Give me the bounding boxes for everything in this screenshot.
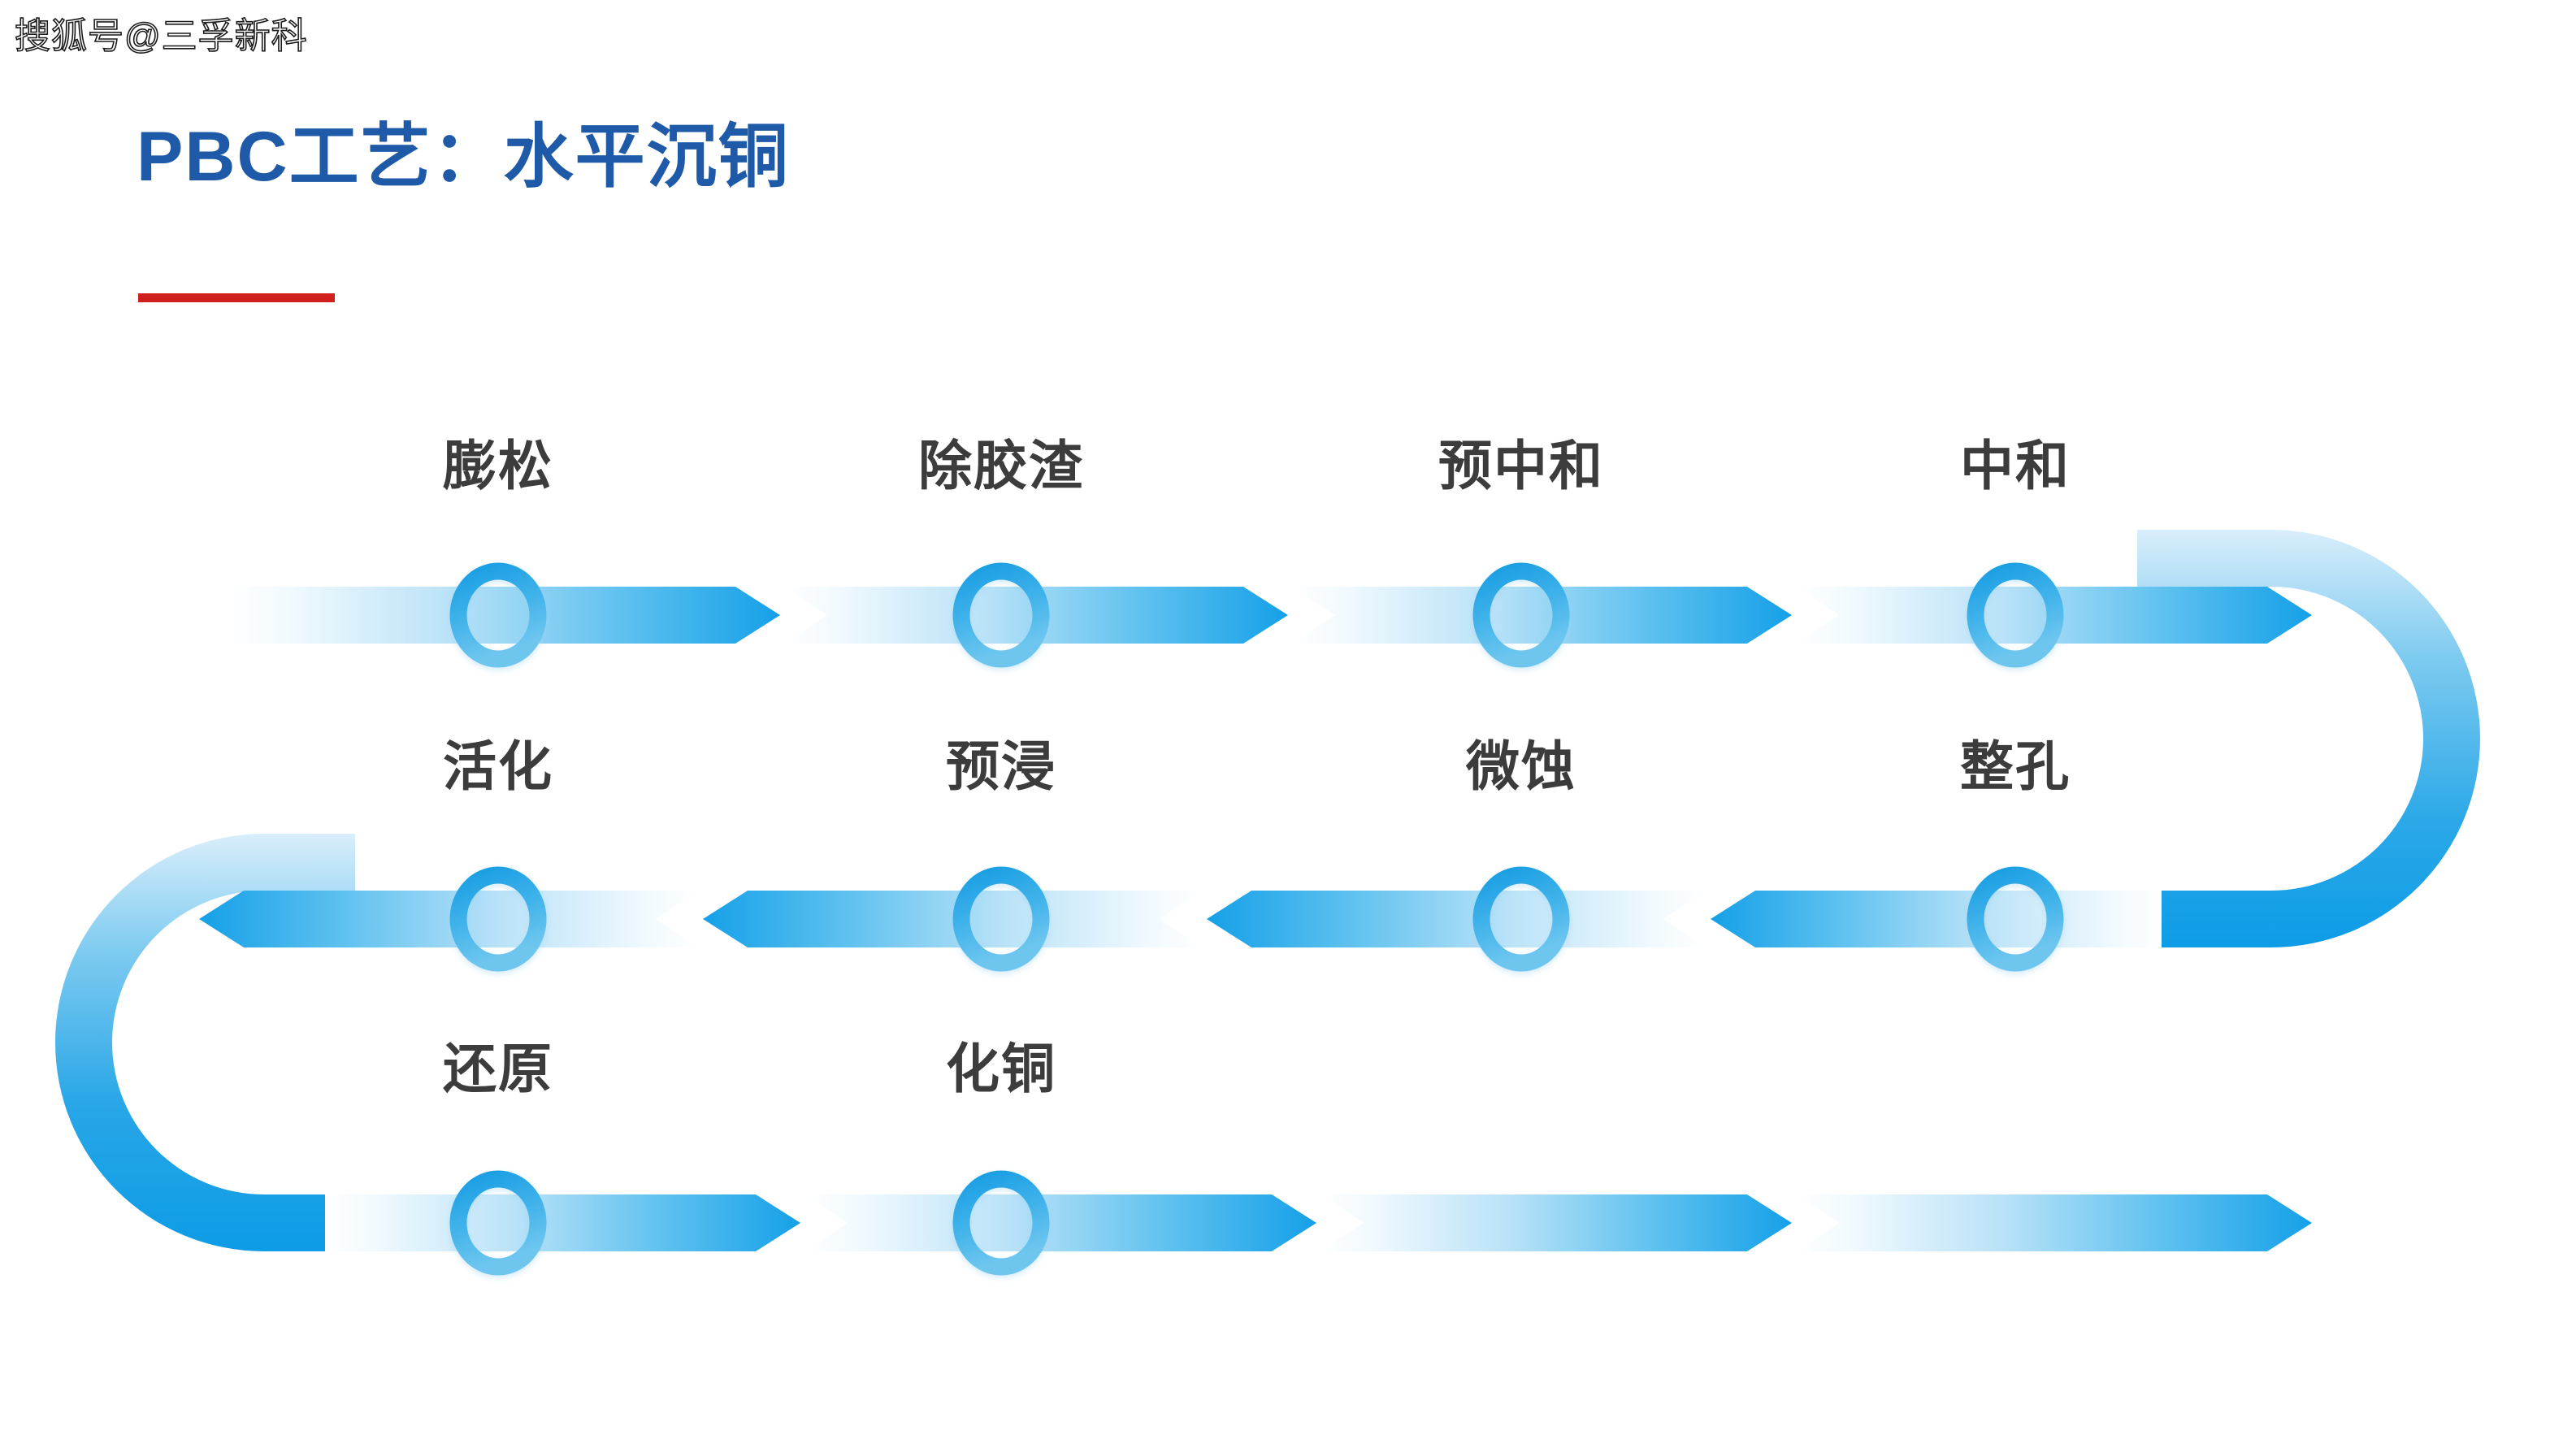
u-turn-right-connector — [2137, 530, 2480, 947]
flow-node-rings — [449, 562, 2064, 1276]
node-ring-huohua — [449, 866, 547, 972]
node-ring-weishi — [1472, 866, 1570, 972]
arrow-segment-huatong — [804, 1194, 1316, 1251]
arrow-segment-weishi — [1207, 891, 1706, 947]
stage-label-huanyuan: 还原 — [443, 1038, 553, 1099]
arrow-segment-yuzhonghe — [1292, 587, 1792, 644]
stage-label-weishi: 微蚀 — [1466, 736, 1576, 796]
page-title: PBC工艺：水平沉铜 — [137, 118, 790, 196]
node-ring-huatong — [952, 1170, 1050, 1276]
flow-row-2 — [199, 891, 2162, 947]
stage-label-chujiaozha: 除胶渣 — [918, 436, 1084, 496]
stage-label-huohua: 活化 — [443, 736, 553, 796]
node-ring-zhonghe — [1967, 562, 2064, 668]
node-ring-pengsong — [449, 562, 547, 668]
stage-label-yujin: 预浸 — [946, 736, 1056, 796]
stage-label-pengsong: 膨松 — [443, 436, 553, 496]
node-ring-huanyuan — [449, 1170, 547, 1276]
node-ring-yuzhonghe — [1472, 562, 1570, 668]
node-ring-zhengkong — [1967, 866, 2064, 972]
arrow-segment-huohua — [199, 891, 699, 947]
title-underline-rule — [138, 293, 335, 302]
stage-label-huatong: 化铜 — [946, 1038, 1056, 1099]
arrow-segment-huanyuan — [325, 1194, 800, 1251]
node-ring-chujiaozha — [952, 562, 1050, 668]
arrow-segment-zhengkong — [1711, 891, 2162, 947]
stage-label-zhonghe: 中和 — [1960, 436, 2071, 496]
arrow-segment-row3-3 — [1321, 1194, 1792, 1251]
node-ring-yujin — [952, 866, 1050, 972]
u-turn-left-connector — [55, 834, 355, 1251]
arrow-segment-pengsong — [232, 587, 780, 644]
stage-label-yuzhonghe: 预中和 — [1438, 436, 1604, 496]
stage-label-zhengkong: 整孔 — [1960, 736, 2071, 796]
arrow-segment-row3-4 — [1796, 1194, 2312, 1251]
flow-row-3 — [325, 1194, 2312, 1251]
watermark-text: 搜狐号@三孚新科 — [14, 15, 308, 57]
